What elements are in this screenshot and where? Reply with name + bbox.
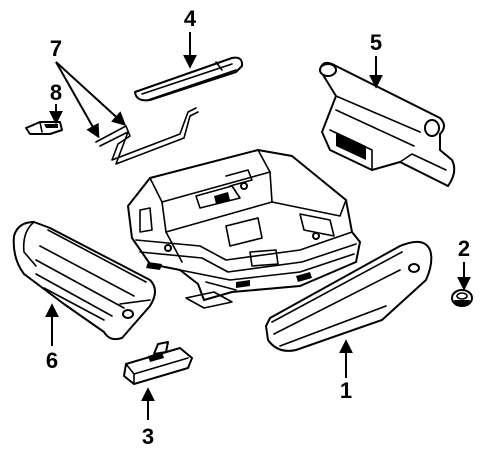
- part-8-clip: [25, 121, 63, 135]
- callout-3: 3: [142, 424, 154, 449]
- leader-7a: [55, 61, 100, 139]
- callout-8: 8: [50, 80, 62, 105]
- callout-2: 2: [458, 236, 470, 261]
- callout-4: 4: [184, 6, 197, 31]
- part-7-wire: [95, 107, 199, 165]
- part-5-bracket: [319, 61, 456, 187]
- leader-7b: [55, 61, 127, 126]
- leader-lines: [45, 32, 471, 420]
- part-3-switch: [123, 341, 193, 385]
- callout-6: 6: [46, 348, 58, 373]
- callout-7: 7: [50, 36, 62, 61]
- part-2-push-pin: [451, 289, 473, 307]
- part-4-rail-cover: [134, 56, 244, 102]
- part-1-trim-cover: [265, 240, 433, 352]
- callout-5: 5: [370, 30, 382, 55]
- seat-track-assembly: [127, 149, 361, 309]
- callout-labels: 1 2 3 4 5 6 7 8: [46, 6, 470, 449]
- part-6-side-shield: [12, 221, 156, 341]
- callout-1: 1: [340, 378, 352, 403]
